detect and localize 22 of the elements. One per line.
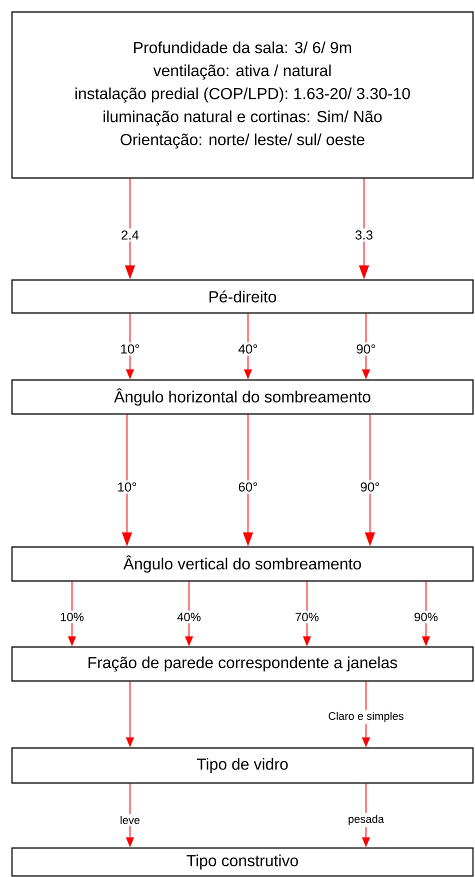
process-box: Tipo de vidro xyxy=(11,747,474,784)
edge-label: 40% xyxy=(175,610,203,624)
process-box: Fração de parede correspondente a janelas xyxy=(11,646,474,682)
edge-label: 3.3 xyxy=(352,228,376,242)
edge-label: 10° xyxy=(115,480,139,494)
edge-label: pesada xyxy=(346,812,386,828)
edge-label: 40° xyxy=(236,342,260,356)
edge-label: 90° xyxy=(358,480,382,494)
edge-label: 70% xyxy=(293,610,321,624)
edge-label: 60° xyxy=(236,480,260,494)
process-box: Pé-direito xyxy=(11,279,474,314)
process-box: Tipo construtivo xyxy=(11,847,474,877)
edge-label: 90° xyxy=(354,342,378,356)
edge-label: 10° xyxy=(118,342,142,356)
edge-label: 10% xyxy=(58,610,86,624)
edge-label: leve xyxy=(118,814,142,826)
edge-label: Claro e simples xyxy=(326,710,406,724)
edge-label: 2.4 xyxy=(118,228,142,242)
process-box: Profundidade da sala: 3/ 6/ 9m ventilação: ativa / natural instalação predial (COP/LPD): 1.63-20/ 3.30-10 iluminação natural e cortinas: Sim/ Não Orientação: norte/ leste/ sul/ oeste xyxy=(11,11,474,179)
process-box: Ângulo horizontal do sombreamento xyxy=(11,379,474,415)
process-box: Ângulo vertical do sombreamento xyxy=(11,546,474,582)
edge-label: 90% xyxy=(412,610,440,624)
